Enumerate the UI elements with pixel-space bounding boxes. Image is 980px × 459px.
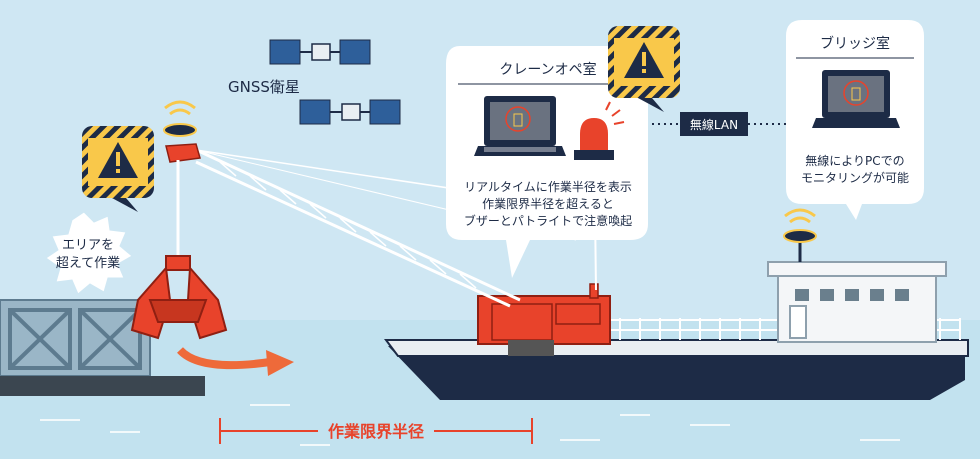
satellite-icon: [299, 99, 401, 125]
area-exceed-line1: エリアを: [62, 238, 114, 253]
crane: [130, 100, 611, 356]
wireless-lan-badge: [680, 112, 748, 136]
swing-arrow: [177, 347, 271, 370]
quay-wall: [0, 299, 205, 396]
patlite-icon: [574, 101, 625, 160]
crane-house: [477, 295, 611, 345]
laptop-icon: [812, 70, 900, 128]
sea-waves: [40, 404, 900, 446]
wireless-lan-label: 無線LAN: [690, 117, 738, 132]
crane-room-desc-2: 作業限界半径を超えると: [482, 196, 614, 211]
gnss-antenna-icon: [783, 229, 817, 243]
warning-icon: [82, 126, 154, 212]
wifi-signal-icon: [784, 208, 816, 224]
work-limit-radius-label: 作業限界半径: [328, 422, 424, 441]
ship-hull: [388, 346, 965, 400]
gnss-label: GNSS衛星: [228, 78, 300, 96]
bridge-desc-1: 無線によりPCでの: [805, 153, 904, 168]
gnss-antenna-icon: [163, 123, 197, 137]
crane-boom: [191, 146, 521, 308]
wifi-signal-icon: [164, 100, 196, 116]
area-exceed-burst: [45, 211, 133, 295]
laptop-icon: [474, 96, 566, 156]
ship: [384, 208, 969, 400]
crane-room-title: クレーンオペ室: [499, 61, 596, 78]
satellite-icon: [269, 39, 371, 65]
area-exceed-line2: 超えて作業: [56, 255, 120, 271]
crane-room-desc-3: ブザーとパトライトで注意喚起: [464, 213, 632, 228]
crane-room-callout: クレーンオペ室 リアルタイムに作業半径を表示 作業限界半径を超えると ブザーとパ…: [446, 46, 648, 278]
bridge-desc-2: モニタリングが可能: [801, 170, 909, 185]
crane-room-desc-1: リアルタイムに作業半径を表示: [464, 180, 632, 194]
grab-bucket: [130, 255, 228, 340]
work-limit-radius: 作業限界半径: [219, 418, 533, 444]
bridge-room-callout: ブリッジ室 無線によりPCでの モニタリングが可能: [786, 20, 924, 220]
bridge-title: ブリッジ室: [820, 35, 890, 52]
warning-icon: [608, 26, 680, 112]
